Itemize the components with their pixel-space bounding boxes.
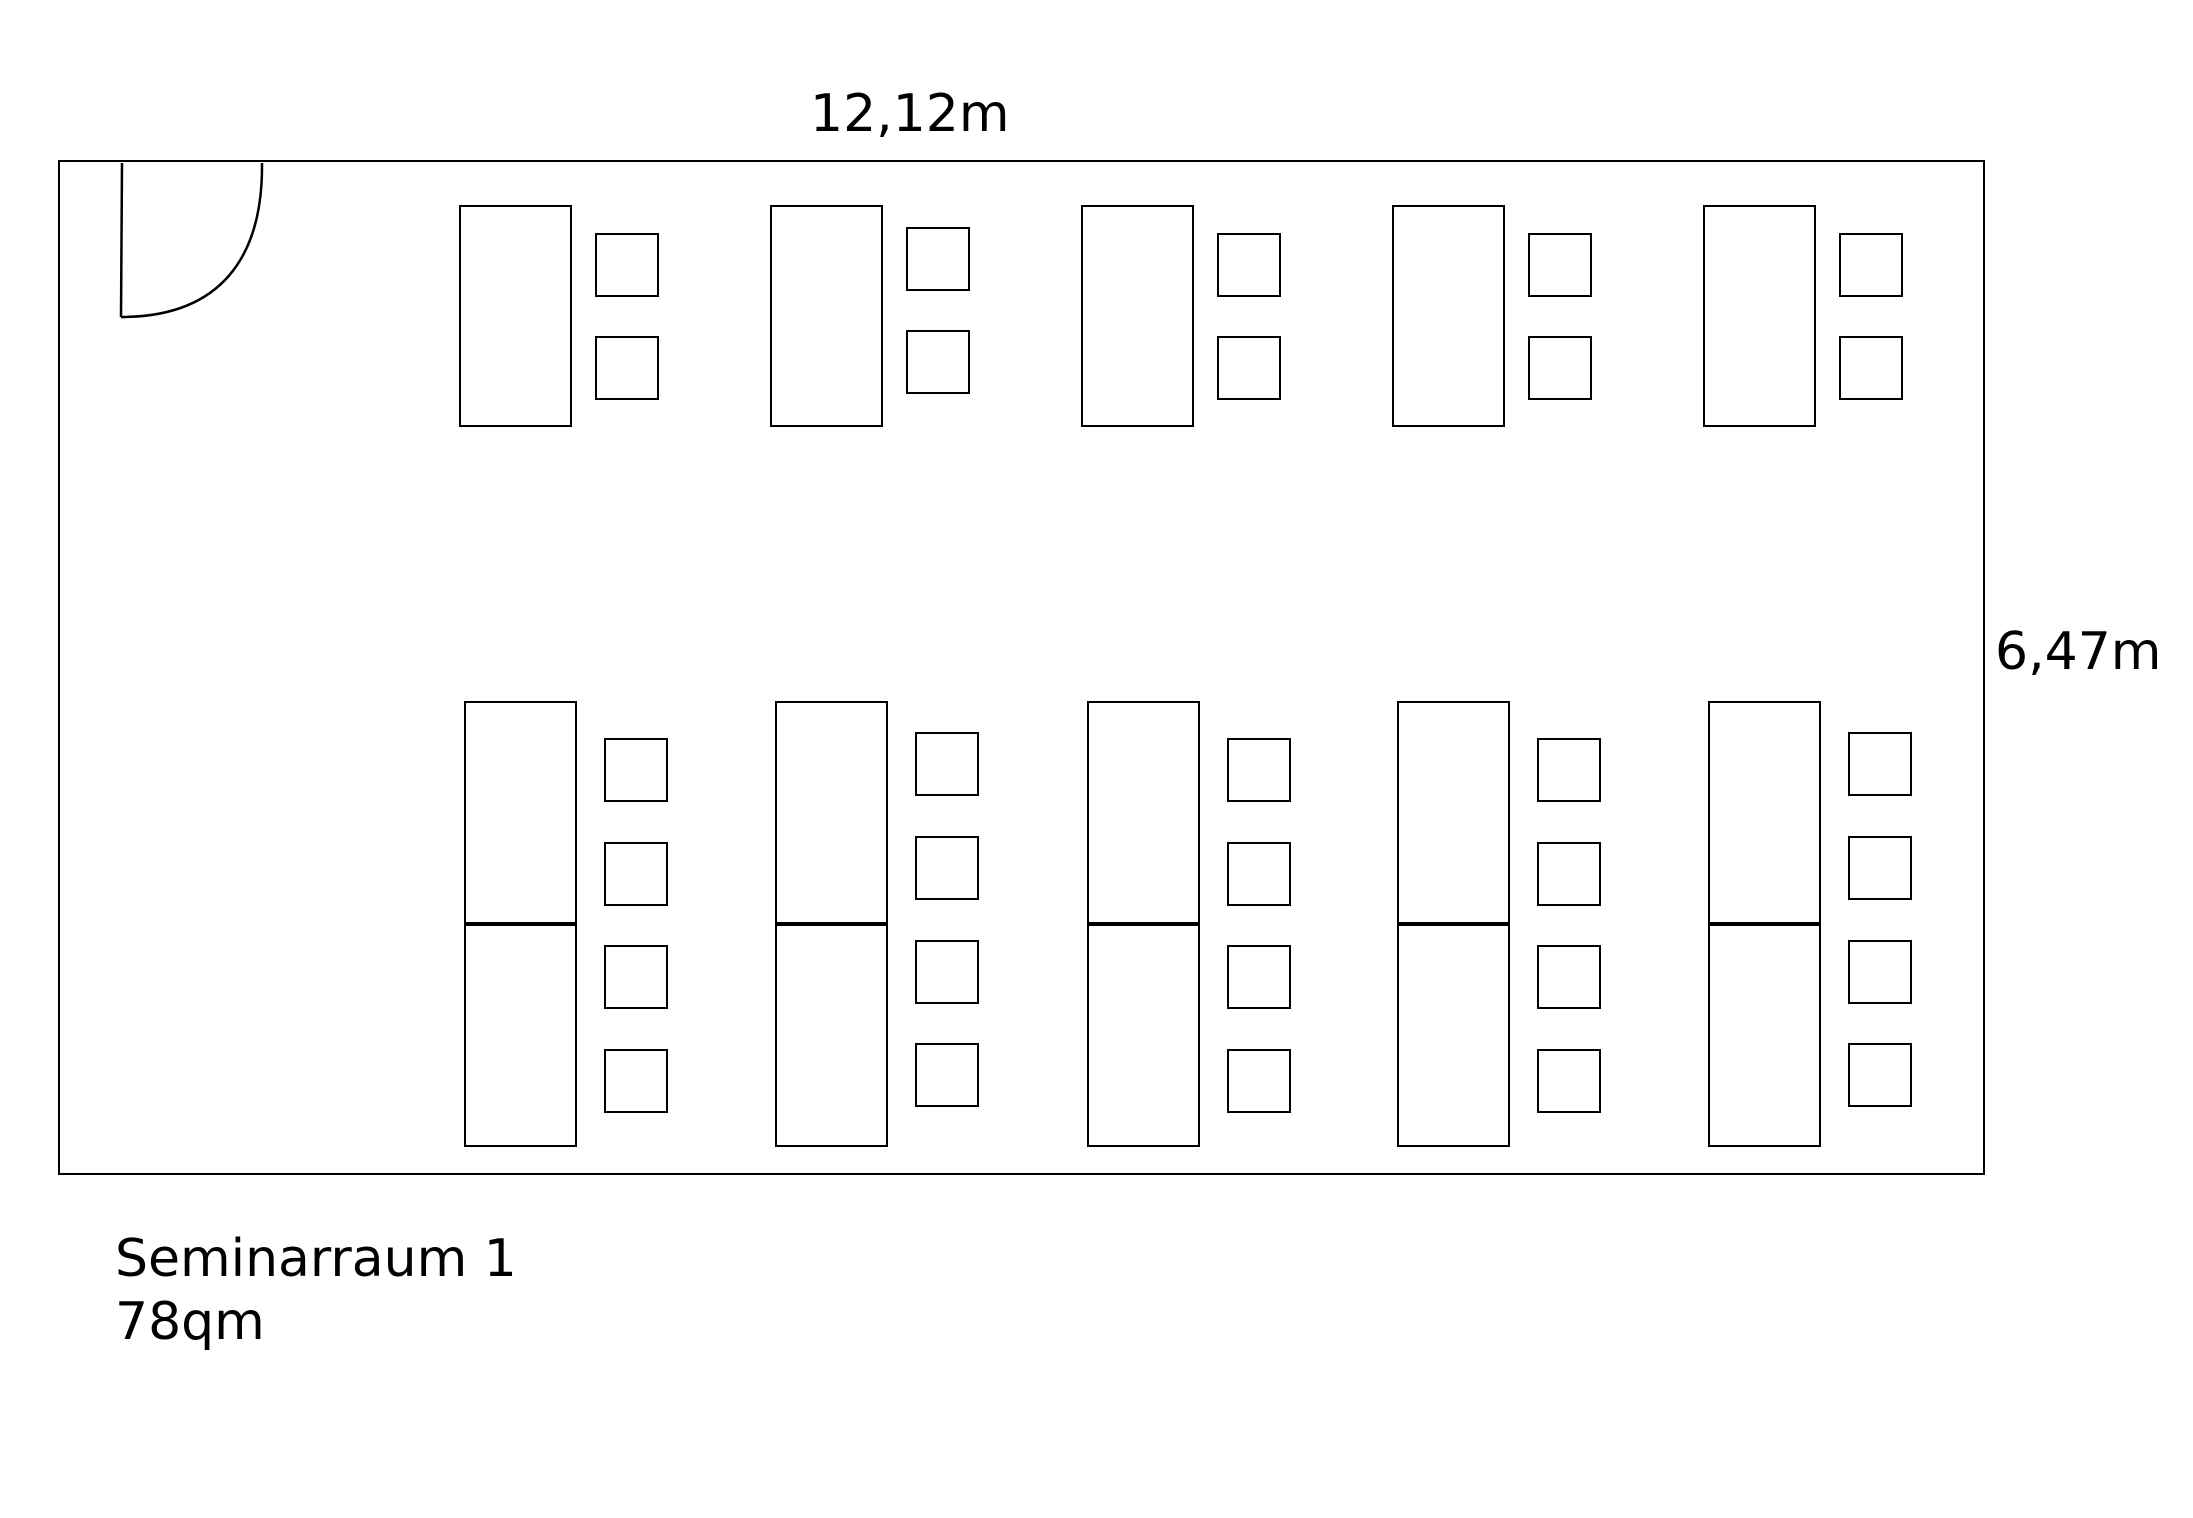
chair (906, 330, 970, 394)
chair (1839, 336, 1903, 400)
chair (1848, 836, 1912, 900)
chair (1537, 738, 1601, 802)
chair (1217, 233, 1281, 297)
chair (906, 227, 970, 291)
table (770, 205, 883, 427)
chair (915, 732, 979, 796)
room-area: 78qm (115, 1292, 265, 1353)
table-group (770, 205, 970, 427)
table-segment (775, 923, 888, 1147)
table-segment (1087, 701, 1200, 925)
room-outline (58, 160, 1985, 1175)
chair (595, 233, 659, 297)
back-row-tables (464, 701, 1912, 1147)
chair (604, 945, 668, 1009)
double-table-group (464, 701, 668, 1147)
table-segment (1708, 923, 1821, 1147)
table (459, 205, 572, 427)
chair (595, 336, 659, 400)
table (1703, 205, 1816, 427)
door-leaf (119, 162, 124, 318)
table-group (1081, 205, 1281, 427)
chair (1217, 336, 1281, 400)
table-segment (775, 701, 888, 925)
room-caption: Seminarraum 1 78qm (115, 1228, 517, 1355)
chair (604, 842, 668, 906)
table-group (1703, 205, 1903, 427)
table-segment (464, 923, 577, 1147)
chair (915, 1043, 979, 1107)
chair (604, 738, 668, 802)
chair (1848, 940, 1912, 1004)
table (1081, 205, 1194, 427)
room-depth-label: 6,47m (1995, 622, 2162, 682)
room-width-label: 12,12m (810, 84, 1010, 144)
door (119, 162, 264, 319)
door-swing-arc (120, 162, 264, 319)
chair (1537, 945, 1601, 1009)
room-name: Seminarraum 1 (115, 1229, 517, 1289)
chair (1839, 233, 1903, 297)
table-segment (1708, 701, 1821, 925)
table-segment (464, 701, 577, 925)
chair (915, 836, 979, 900)
table-segment (1397, 923, 1510, 1147)
chair (915, 940, 979, 1004)
chair (1848, 1043, 1912, 1107)
chair (1227, 842, 1291, 906)
chair (1227, 945, 1291, 1009)
double-table-group (1708, 701, 1912, 1147)
table-segment (1087, 923, 1200, 1147)
double-table-group (1087, 701, 1291, 1147)
chair (1528, 233, 1592, 297)
table-segment (1397, 701, 1510, 925)
chair (1848, 732, 1912, 796)
chair (1537, 842, 1601, 906)
double-table-group (775, 701, 979, 1147)
chair (1227, 738, 1291, 802)
chair (604, 1049, 668, 1113)
table-group (1392, 205, 1592, 427)
double-table-group (1397, 701, 1601, 1147)
chair (1528, 336, 1592, 400)
front-row-tables (459, 205, 1903, 427)
chair (1227, 1049, 1291, 1113)
table-group (459, 205, 659, 427)
table (1392, 205, 1505, 427)
chair (1537, 1049, 1601, 1113)
